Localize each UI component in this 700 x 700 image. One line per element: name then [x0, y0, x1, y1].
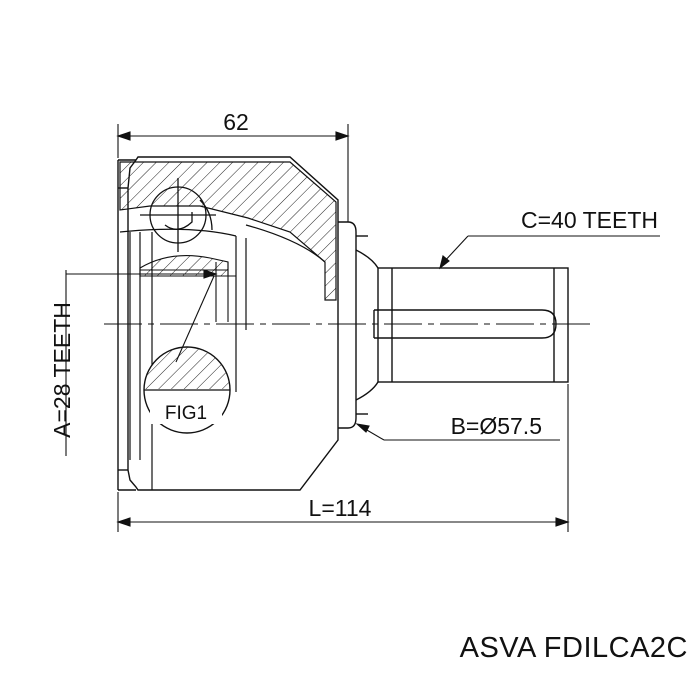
dimension-width-top [116, 124, 350, 222]
inner-race-lines [140, 262, 236, 322]
housing-section-hatch [119, 161, 337, 301]
spline-c-leader [439, 235, 660, 270]
spline-a-label: A=28 TEETH [49, 302, 75, 438]
fig1-callout [175, 275, 215, 363]
spline-c-label: C=40 TEETH [521, 207, 658, 233]
diameter-b-leader [355, 423, 560, 441]
upper-ball [140, 178, 216, 252]
splined-stem [373, 267, 569, 383]
inner-race-hatch [139, 255, 229, 277]
dimension-length-label: L=114 [309, 495, 372, 521]
fig1-label: FIG1 [165, 403, 207, 424]
housing-neck [338, 221, 379, 429]
fig1-label-bg [150, 400, 222, 424]
dimension-length [116, 384, 570, 532]
diameter-b-label: B=Ø57.5 [451, 413, 542, 439]
spline-a-leader [65, 269, 218, 456]
part-caption: ASVA FDILCA2C [459, 632, 688, 664]
dimension-62-label: 62 [223, 109, 249, 135]
